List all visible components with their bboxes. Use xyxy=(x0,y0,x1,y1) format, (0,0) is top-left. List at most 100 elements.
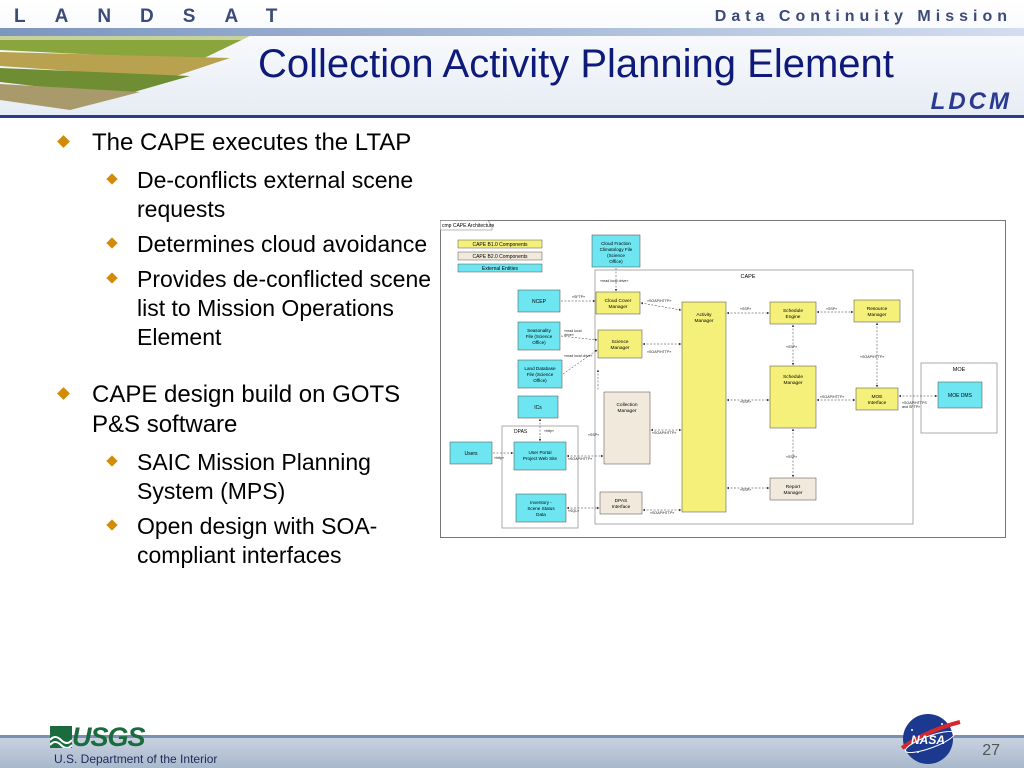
diagram-connectors xyxy=(493,268,938,512)
svg-text:«SSP»: «SSP» xyxy=(740,307,751,311)
svg-text:NCEP: NCEP xyxy=(532,299,547,305)
moe-boundary xyxy=(920,362,998,434)
diamond-bullet-icon xyxy=(57,387,70,400)
footer-bar xyxy=(0,738,1024,768)
usgs-logo: USGS xyxy=(72,722,146,752)
svg-text:«SSP»: «SSP» xyxy=(588,433,599,437)
slide-header: LANDSAT Data Continuity Mission Collecti… xyxy=(0,0,1024,118)
diamond-bullet-icon xyxy=(106,173,118,185)
svg-text:«SFTP»: «SFTP» xyxy=(572,295,585,299)
svg-text:and SFTP»: and SFTP» xyxy=(902,405,920,409)
bullet-text: CAPE design build on GOTS P&S software xyxy=(92,381,401,438)
header-background xyxy=(0,0,1024,118)
svg-text:«http»: «http» xyxy=(494,456,504,460)
moe-dms-node: MOE DMS xyxy=(937,381,983,409)
sub-bullet-item: Open design with SOA-compliant interface… xyxy=(56,512,436,570)
sub-bullet-item: De-conflicts external scene requests xyxy=(56,166,436,224)
legend-b2: CAPE B2.0 Components xyxy=(472,254,528,260)
svg-text:«SOAP/HTTPS: «SOAP/HTTPS xyxy=(902,401,927,405)
svg-text:«read local drive»: «read local drive» xyxy=(564,354,592,358)
legend-ext: External Entities xyxy=(482,266,519,272)
usgs-wave-icon xyxy=(50,726,72,748)
connector-labels: «read local drive» «SFTP» «SOAP/HTTP» «S… xyxy=(494,279,927,515)
svg-text:Users: Users xyxy=(464,451,478,457)
bullet-item: CAPE design build on GOTS P&S software xyxy=(56,380,436,440)
bullet-item: The CAPE executes the LTAP xyxy=(56,128,436,158)
svg-text:ICs: ICs xyxy=(534,405,542,411)
svg-text:«read local drive»: «read local drive» xyxy=(600,279,628,283)
svg-text:«SSP»: «SSP» xyxy=(740,400,751,404)
svg-text:«SOAP/HTTP»: «SOAP/HTTP» xyxy=(820,395,844,399)
legend-b1: CAPE B1.0 Components xyxy=(472,242,528,248)
cape-label: CAPE xyxy=(741,274,756,280)
users-node: Users xyxy=(449,441,493,465)
bullet-list: The CAPE executes the LTAP De-conflicts … xyxy=(56,128,436,576)
svg-text:«SOAP/HTTP»: «SOAP/HTTP» xyxy=(647,350,671,354)
dpas-label: DPAS xyxy=(514,429,528,435)
svg-text:«SQL»: «SQL» xyxy=(568,509,579,513)
bullet-text: Determines cloud avoidance xyxy=(137,231,428,257)
brand-wordmark: LANDSAT xyxy=(14,6,307,27)
svg-text:«read local: «read local xyxy=(564,329,582,333)
svg-text:«SSP»: «SSP» xyxy=(786,455,797,459)
svg-text:«SOAP/HTTP»: «SOAP/HTTP» xyxy=(647,299,671,303)
svg-text:NASA: NASA xyxy=(911,733,945,747)
svg-text:drive»: drive» xyxy=(564,333,574,337)
bullet-text: SAIC Mission Planning System (MPS) xyxy=(137,449,371,504)
bullet-text: The CAPE executes the LTAP xyxy=(92,129,412,156)
bullet-text: Open design with SOA-compliant interface… xyxy=(137,513,378,568)
diamond-bullet-icon xyxy=(106,237,118,249)
diamond-bullet-icon xyxy=(106,272,118,284)
mission-name: Data Continuity Mission xyxy=(714,8,1012,25)
sub-bullet-item: SAIC Mission Planning System (MPS) xyxy=(56,448,436,506)
svg-text:«SSP»: «SSP» xyxy=(740,488,751,492)
diamond-bullet-icon xyxy=(57,135,70,148)
svg-text:«SOAP/HTTP»: «SOAP/HTTP» xyxy=(650,511,674,515)
svg-text:«SOAP/HTTP»: «SOAP/HTTP» xyxy=(568,457,592,461)
page-number: 27 xyxy=(982,742,1000,759)
slide-title: Collection Activity Planning Element xyxy=(258,42,894,86)
ncep-node: NCEP xyxy=(517,289,561,313)
nasa-meatball-icon: NASA xyxy=(900,714,961,764)
svg-text:«SOAP/HTTP»: «SOAP/HTTP» xyxy=(860,355,884,359)
diagram-title: cmp CAPE Architecture xyxy=(442,223,494,229)
bullet-text: Provides de-conflicted scene list to Mis… xyxy=(137,266,432,350)
svg-text:«SOAP/HTTP»: «SOAP/HTTP» xyxy=(652,431,676,435)
svg-text:«http»: «http» xyxy=(544,429,554,433)
sub-bullet-item: Provides de-conflicted scene list to Mis… xyxy=(56,265,436,352)
moe-label: MOE xyxy=(953,367,966,373)
bullet-text: De-conflicts external scene requests xyxy=(137,167,414,222)
legend: CAPE B1.0 Components CAPE B2.0 Component… xyxy=(457,239,543,273)
ics-node: ICs xyxy=(517,395,559,419)
svg-text:MOE DMS: MOE DMS xyxy=(948,393,973,399)
cape-architecture-diagram: cmp CAPE Architecture CAPE B1.0 Componen… xyxy=(440,220,1006,538)
